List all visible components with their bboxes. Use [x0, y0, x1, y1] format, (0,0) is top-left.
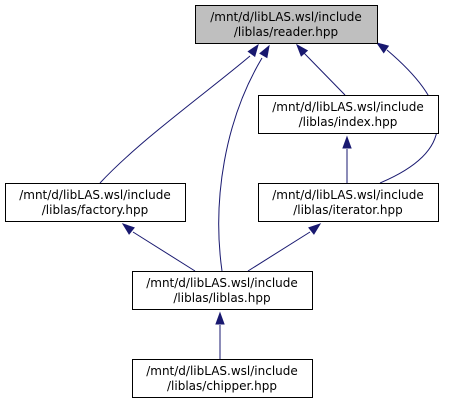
- edge-line: [247, 231, 311, 272]
- edge-iterator-index: [342, 135, 352, 183]
- node-label-line1: /mnt/d/libLAS.wsl/include: [272, 100, 424, 114]
- edge-line: [303, 52, 346, 96]
- node-label-line2: /liblas/factory.hpp: [42, 203, 149, 217]
- node-box[interactable]: [5, 183, 186, 222]
- node-index[interactable]: /mnt/d/libLAS.wsl/include/liblas/index.h…: [258, 95, 439, 134]
- node-label-line1: /mnt/d/libLAS.wsl/include: [210, 10, 362, 24]
- node-iterator[interactable]: /mnt/d/libLAS.wsl/include/liblas/iterato…: [258, 183, 439, 222]
- edge-line: [99, 55, 251, 184]
- node-chipper[interactable]: /mnt/d/libLAS.wsl/include/liblas/chipper…: [132, 359, 313, 398]
- arrow-head-icon: [342, 135, 352, 149]
- node-box[interactable]: [258, 95, 439, 134]
- node-label-line1: /mnt/d/libLAS.wsl/include: [146, 276, 298, 290]
- edge-line: [132, 231, 196, 272]
- node-box[interactable]: [132, 271, 313, 310]
- edge-index-reader: [296, 43, 346, 96]
- node-label-line2: /liblas/iterator.hpp: [293, 203, 403, 217]
- node-label-line2: /liblas/index.hpp: [299, 115, 398, 129]
- node-reader[interactable]: /mnt/d/libLAS.wsl/include/liblas/reader.…: [195, 5, 378, 44]
- node-factory[interactable]: /mnt/d/libLAS.wsl/include/liblas/factory…: [5, 183, 186, 222]
- arrow-head-icon: [247, 43, 259, 58]
- node-label-line2: /liblas/reader.hpp: [234, 25, 338, 39]
- arrow-head-icon: [296, 43, 309, 57]
- node-box[interactable]: [195, 5, 378, 44]
- node-label-line1: /mnt/d/libLAS.wsl/include: [146, 364, 298, 378]
- edge-liblas-factory: [121, 223, 196, 272]
- edge-factory-reader: [99, 43, 259, 184]
- node-box[interactable]: [258, 183, 439, 222]
- node-label-line1: /mnt/d/libLAS.wsl/include: [272, 188, 424, 202]
- node-liblas[interactable]: /mnt/d/libLAS.wsl/include/liblas/liblas.…: [132, 271, 313, 310]
- node-label-line2: /liblas/liblas.hpp: [173, 291, 270, 305]
- nodes-layer: /mnt/d/libLAS.wsl/include/liblas/reader.…: [5, 5, 439, 398]
- arrow-head-icon: [215, 311, 225, 325]
- edge-chipper-liblas: [215, 311, 225, 359]
- edge-line: [218, 57, 263, 272]
- arrow-head-icon: [121, 223, 135, 235]
- node-box[interactable]: [132, 359, 313, 398]
- edges-layer: [99, 42, 438, 359]
- arrow-head-icon: [259, 44, 270, 59]
- edge-liblas-reader: [218, 44, 270, 272]
- node-label-line1: /mnt/d/libLAS.wsl/include: [19, 188, 171, 202]
- node-label-line2: /liblas/chipper.hpp: [167, 379, 277, 393]
- arrow-head-icon: [375, 42, 390, 54]
- arrow-head-icon: [308, 223, 322, 235]
- edge-liblas-iterator: [247, 223, 322, 272]
